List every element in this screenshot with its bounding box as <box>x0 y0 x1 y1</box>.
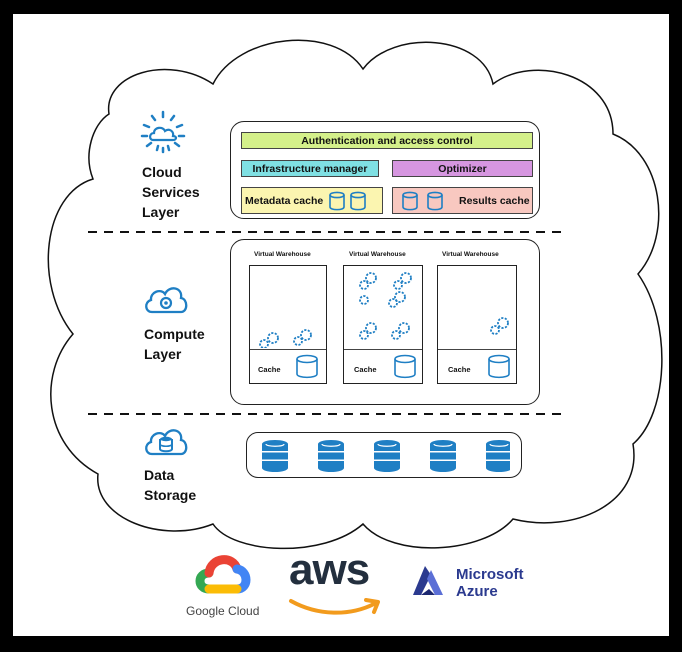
label-line: Cloud <box>142 164 182 180</box>
data-storage-panel <box>246 432 522 478</box>
results-cache-bar: Results cache <box>392 187 533 214</box>
compute-layer-label: Compute Layer <box>144 324 205 364</box>
metadata-cache-label: Metadata cache <box>245 194 324 207</box>
cache-divider <box>344 349 422 350</box>
warehouse-title: Virtual Warehouse <box>254 251 311 258</box>
label-line: Storage <box>144 487 197 503</box>
compute-panel: Virtual Warehouse Virtual Warehouse Virt… <box>230 239 540 405</box>
aws-smile-arrow <box>289 598 380 615</box>
storage-disk-row <box>262 440 510 472</box>
storage-disk-icon <box>486 440 510 472</box>
optimizer-bar: Optimizer <box>392 160 533 177</box>
cache-divider <box>438 349 516 350</box>
cloud-gear-icon <box>145 287 188 314</box>
google-cloud-logo <box>195 555 251 594</box>
warehouse-title: Virtual Warehouse <box>442 251 499 258</box>
cloud-services-layer-label: Cloud Services Layer <box>142 162 200 222</box>
cache-label: Cache <box>258 365 281 374</box>
cloud-database-icon <box>145 429 188 456</box>
gear-icon <box>259 329 312 348</box>
results-cache-label: Results cache <box>459 194 530 207</box>
architecture-diagram: Cloud Services Layer Authentication and … <box>13 14 669 636</box>
label-line: Layer <box>142 204 180 220</box>
label-line: Data <box>144 467 175 483</box>
database-icon <box>488 354 510 379</box>
cache-divider <box>250 349 326 350</box>
virtual-warehouse: Cache <box>437 265 517 384</box>
database-icon <box>329 191 367 210</box>
gear-icon <box>359 272 412 340</box>
gear-icon <box>490 317 509 335</box>
virtual-warehouse: Cache <box>249 265 327 384</box>
aws-label: aws <box>289 545 370 594</box>
label-line: Compute <box>144 326 205 342</box>
azure-logo <box>413 566 443 595</box>
infrastructure-manager-bar: Infrastructure manager <box>241 160 379 177</box>
metadata-cache-bar: Metadata cache <box>241 187 383 214</box>
warehouse-title: Virtual Warehouse <box>349 251 406 258</box>
cache-label: Cache <box>448 365 471 374</box>
azure-label-line: Azure <box>456 583 498 600</box>
azure-label-line: Microsoft <box>456 566 524 583</box>
cloud-services-panel: Authentication and access control Infras… <box>230 121 540 219</box>
cache-label: Cache <box>354 365 377 374</box>
auth-bar: Authentication and access control <box>241 132 533 149</box>
data-storage-layer-label: Data Storage <box>144 465 196 505</box>
cloud-sun-icon <box>140 110 186 154</box>
label-line: Services <box>142 184 200 200</box>
database-icon <box>394 354 416 379</box>
azure-label: Microsoft Azure <box>456 566 524 600</box>
database-icon <box>402 191 443 210</box>
label-line: Layer <box>144 346 182 362</box>
database-icon <box>296 354 318 379</box>
google-cloud-label: Google Cloud <box>186 604 260 618</box>
virtual-warehouse: Cache <box>343 265 423 384</box>
